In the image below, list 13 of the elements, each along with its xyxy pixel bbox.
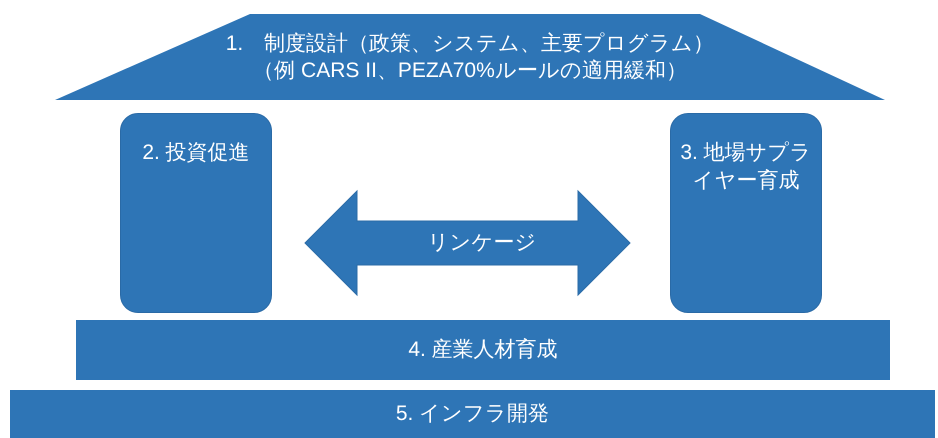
roof-trapezoid xyxy=(55,14,885,100)
pillar-box xyxy=(120,113,272,313)
node-label: 5. インフラ開発 xyxy=(396,401,550,428)
edge-label: リンケージ xyxy=(428,230,536,256)
pillar-box xyxy=(670,113,822,313)
vertical-label: 3. 地場サプライヤー育成 xyxy=(679,140,813,194)
vertical-label: 2. 投資促進 xyxy=(142,140,250,166)
double-arrow xyxy=(304,190,631,296)
node-label: 1. 制度設計（政策、システム、主要プログラム） xyxy=(226,30,714,57)
foundation-bar xyxy=(76,320,890,380)
base-bar xyxy=(10,390,935,438)
node-label: 4. 産業人材育成 xyxy=(408,337,558,364)
node-label: （例 CARS II、PEZA70%ルールの適用緩和） xyxy=(253,58,687,84)
